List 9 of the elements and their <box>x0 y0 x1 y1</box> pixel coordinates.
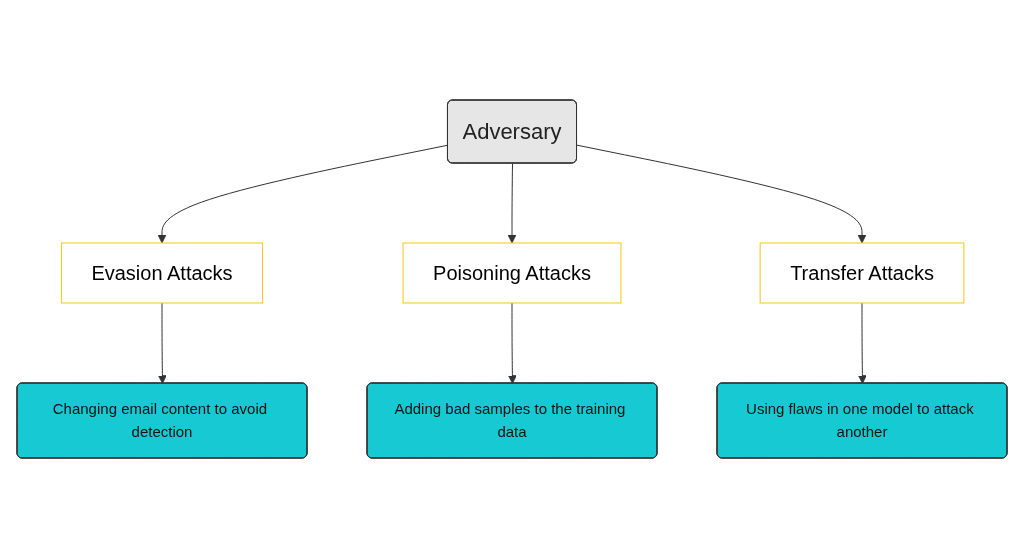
arrow <box>508 302 517 384</box>
arrow <box>858 302 867 384</box>
arrow <box>507 163 517 244</box>
arrow <box>157 144 449 244</box>
arrow <box>158 302 167 384</box>
node-box: Evasion Attacks <box>60 242 264 304</box>
node-box: Transfer Attacks <box>759 242 965 304</box>
arrow <box>576 144 867 244</box>
node-box: Poisoning Attacks <box>402 242 622 304</box>
